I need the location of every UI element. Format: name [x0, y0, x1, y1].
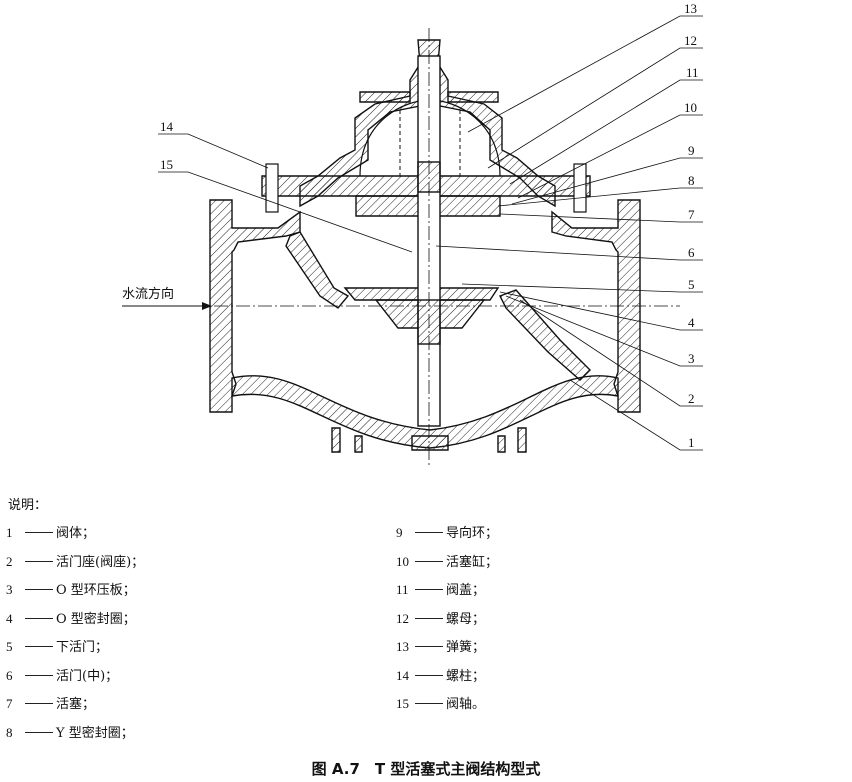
callout-14: 14 [160, 119, 174, 134]
callout-4: 4 [688, 315, 695, 330]
callout-2: 2 [688, 391, 695, 406]
callout-15: 15 [160, 157, 173, 172]
callout-7: 7 [688, 207, 695, 222]
callout-numbers: 13 12 11 10 9 8 7 6 5 4 3 2 1 14 15 [160, 1, 699, 450]
flow-arrow: 水流方向 [122, 286, 212, 310]
callout-5: 5 [688, 277, 695, 292]
valve-section-drawing: 水流方向 13 12 11 10 9 8 7 6 5 4 3 2 1 14 15 [122, 1, 703, 468]
legend-title: 说明： [8, 498, 48, 513]
studs [265, 163, 587, 213]
callout-13: 13 [684, 1, 697, 16]
callout-11: 11 [686, 65, 699, 80]
valve-body [209, 199, 641, 453]
callout-1: 1 [688, 435, 695, 450]
callout-8: 8 [688, 173, 695, 188]
callout-9: 9 [688, 143, 695, 158]
callout-3: 3 [688, 351, 695, 366]
callout-10: 10 [684, 100, 697, 115]
callout-leaders [158, 15, 703, 451]
figure-caption: 图 A.7 T 型活塞式主阀结构型式 [311, 760, 541, 778]
flow-label: 水流方向 [122, 286, 174, 302]
callout-12: 12 [684, 33, 697, 48]
callout-6: 6 [688, 245, 695, 260]
